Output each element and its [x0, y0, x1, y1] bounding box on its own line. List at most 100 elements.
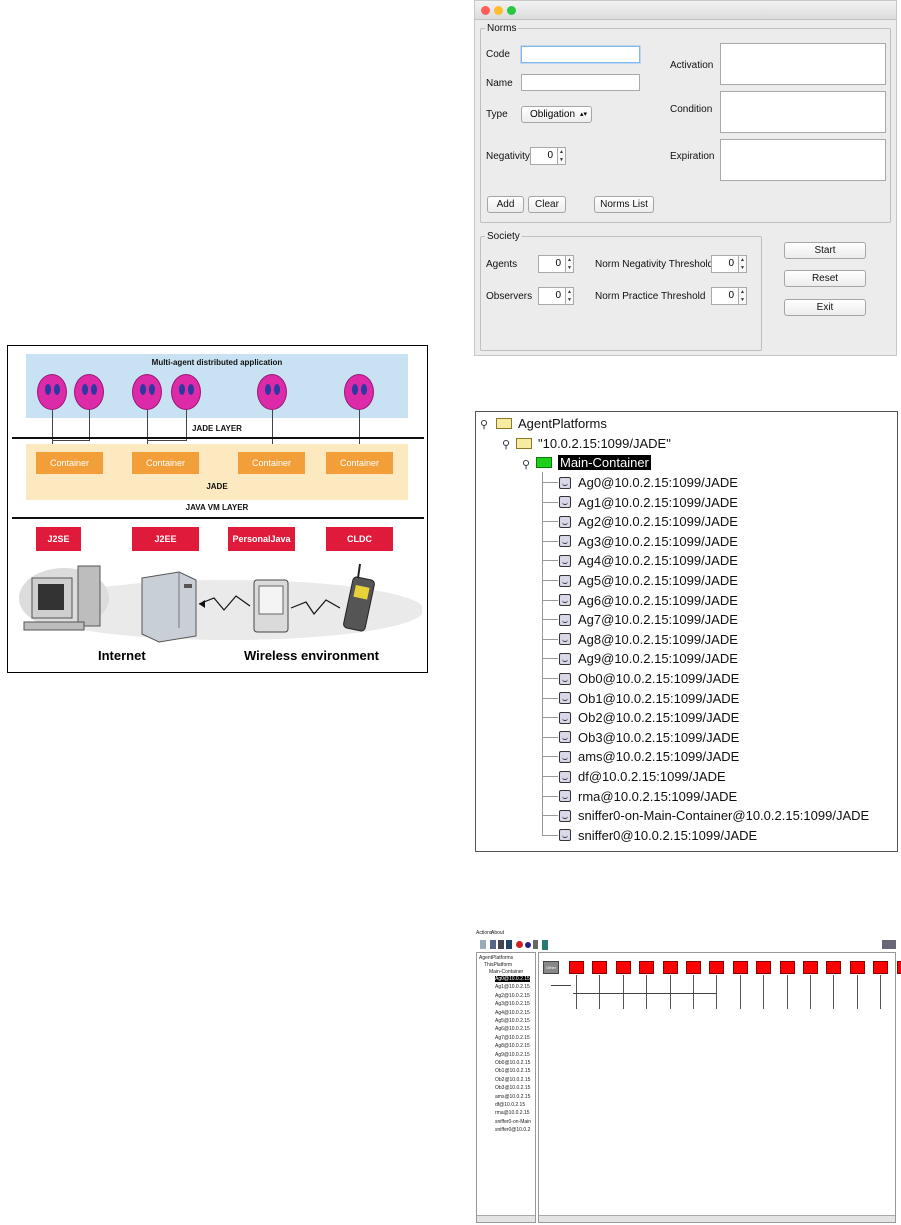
- sniffer-tree-agent[interactable]: Ag9@10.0.2.15: [495, 1051, 530, 1058]
- tree-node-agent[interactable]: df@10.0.2.15:1099/JADE: [559, 769, 726, 784]
- activation-textarea[interactable]: [720, 43, 886, 85]
- sniffed-agent-box[interactable]: [849, 961, 865, 974]
- tree-node-platform[interactable]: "10.0.2.15:1099/JADE": [516, 436, 671, 451]
- sniffer-tree-agent[interactable]: Ob1@10.0.2.15: [495, 1068, 531, 1075]
- tree-node-agent[interactable]: Ag2@10.0.2.15:1099/JADE: [559, 514, 738, 529]
- name-field[interactable]: [521, 74, 640, 91]
- open-icon[interactable]: [490, 940, 496, 949]
- sniff-off-icon[interactable]: [525, 942, 531, 948]
- tree-node-agent[interactable]: Ag0@10.0.2.15:1099/JADE: [559, 475, 738, 490]
- sniffer-tree-agent[interactable]: df@10.0.2.15: [495, 1102, 526, 1108]
- sniffed-agent-box[interactable]: [756, 961, 772, 974]
- sniffed-agent-box[interactable]: [592, 961, 608, 974]
- sniffer-tree-platform[interactable]: ThisPlatform: [484, 962, 513, 968]
- tree-node-agent[interactable]: Ag3@10.0.2.15:1099/JADE: [559, 534, 738, 549]
- negativity-threshold-value[interactable]: 0: [711, 255, 739, 273]
- sniffer-tree-agent[interactable]: Ag5@10.0.2.15: [495, 1018, 530, 1024]
- sniffed-agent-box[interactable]: [639, 961, 655, 974]
- clear-button[interactable]: Clear: [528, 196, 566, 213]
- negativity-threshold-stepper[interactable]: 0 ▲▼: [711, 255, 747, 273]
- sniffer-tree-container[interactable]: Main-Container: [489, 969, 524, 975]
- tree-node-main-container[interactable]: Main-Container: [536, 455, 651, 470]
- sniffed-agent-box[interactable]: [826, 961, 842, 974]
- stepper-arrows-icon[interactable]: ▲▼: [566, 255, 574, 273]
- sniffed-agent-box[interactable]: [686, 961, 701, 974]
- horizontal-scrollbar[interactable]: [539, 1215, 895, 1222]
- tree-node-agent[interactable]: Ag7@10.0.2.15:1099/JADE: [559, 612, 738, 627]
- sniffed-agent-box[interactable]: [873, 961, 889, 974]
- agents-value[interactable]: 0: [538, 255, 566, 273]
- save-icon[interactable]: [498, 940, 504, 949]
- close-button[interactable]: [481, 6, 490, 15]
- stepper-arrows-icon[interactable]: ▲▼: [558, 147, 566, 165]
- sniffer-tree-agent[interactable]: Ag1@10.0.2.15: [495, 984, 530, 991]
- sniffer-tree-agent[interactable]: Ag0@10.0.2.15: [495, 976, 530, 982]
- stepper-arrows-icon[interactable]: ▲▼: [739, 287, 747, 305]
- exit-button[interactable]: Exit: [784, 299, 866, 316]
- tree-node-agent[interactable]: rma@10.0.2.15:1099/JADE: [559, 789, 737, 804]
- agents-stepper[interactable]: 0 ▲▼: [538, 255, 574, 273]
- tree-node-agent[interactable]: Ag6@10.0.2.15:1099/JADE: [559, 593, 738, 608]
- message-arrow[interactable]: [551, 985, 571, 986]
- sniffer-tree-agent[interactable]: Ag2@10.0.2.15: [495, 992, 530, 999]
- sniffer-tree-agent[interactable]: sniffer0-on-Main: [495, 1118, 532, 1125]
- tree-node-agent[interactable]: sniffer0@10.0.2.15:1099/JADE: [559, 828, 757, 843]
- sniffer-tree-root[interactable]: AgentPlatforms: [479, 955, 514, 961]
- sniffed-agent-box[interactable]: [779, 961, 795, 974]
- tree-node-root[interactable]: AgentPlatforms: [496, 416, 607, 431]
- tree-expand-icon[interactable]: ⚲: [522, 459, 531, 471]
- stepper-arrows-icon[interactable]: ▲▼: [739, 255, 747, 273]
- sniffer-tree-agent[interactable]: Ob3@10.0.2.15: [495, 1085, 531, 1092]
- chart-icon[interactable]: [882, 940, 896, 949]
- sniffer-tree-agent[interactable]: Ob0@10.0.2.15: [495, 1060, 531, 1066]
- sniffed-agent-box[interactable]: [662, 961, 678, 974]
- observers-value[interactable]: 0: [538, 287, 566, 305]
- tree-expand-icon[interactable]: ⚲: [480, 419, 489, 431]
- expiration-textarea[interactable]: [720, 139, 886, 181]
- zoom-button[interactable]: [507, 6, 516, 15]
- save-as-icon[interactable]: [506, 940, 512, 949]
- sniffer-tree-agent[interactable]: Ag6@10.0.2.15: [495, 1026, 530, 1033]
- sniffer-tree-agent[interactable]: Ob2@10.0.2.15: [495, 1076, 531, 1083]
- tree-node-agent[interactable]: Ag9@10.0.2.15:1099/JADE: [559, 651, 738, 666]
- sniffer-tree-agent[interactable]: Ag8@10.0.2.15: [495, 1043, 530, 1050]
- negativity-stepper[interactable]: 0 ▲▼: [530, 147, 566, 165]
- add-button[interactable]: Add: [487, 196, 524, 213]
- sniffer-tree-agent[interactable]: rma@10.0.2.15: [495, 1110, 530, 1117]
- sniffed-agent-box[interactable]: [615, 961, 631, 974]
- menu-about[interactable]: About: [491, 930, 505, 936]
- tree-node-agent[interactable]: Ag5@10.0.2.15:1099/JADE: [559, 573, 738, 588]
- message-arrow[interactable]: [573, 993, 717, 994]
- menu-actions[interactable]: Actions: [476, 930, 493, 936]
- tree-node-agent[interactable]: Ag8@10.0.2.15:1099/JADE: [559, 632, 738, 647]
- sniff-on-icon[interactable]: [516, 941, 523, 948]
- tree-expand-icon[interactable]: ⚲: [502, 439, 511, 451]
- type-select[interactable]: Obligation ▴▾: [521, 106, 592, 123]
- tree-node-agent[interactable]: Ag1@10.0.2.15:1099/JADE: [559, 495, 738, 510]
- sniffed-agent-box[interactable]: [803, 961, 818, 974]
- norms-list-button[interactable]: Norms List: [594, 196, 654, 213]
- practice-threshold-stepper[interactable]: 0 ▲▼: [711, 287, 747, 305]
- tree-node-agent[interactable]: ams@10.0.2.15:1099/JADE: [559, 749, 739, 764]
- practice-threshold-value[interactable]: 0: [711, 287, 739, 305]
- clear-canvas-icon[interactable]: [533, 940, 538, 949]
- observers-stepper[interactable]: 0 ▲▼: [538, 287, 574, 305]
- other-agent-box[interactable]: Other: [543, 961, 559, 974]
- minimize-button[interactable]: [494, 6, 503, 15]
- reset-button[interactable]: Reset: [784, 270, 866, 287]
- start-button[interactable]: Start: [784, 242, 866, 259]
- sniffer-tree-agent[interactable]: Ag7@10.0.2.15: [495, 1034, 530, 1041]
- sniffer-tree-agent[interactable]: ams@10.0.2.15: [495, 1093, 531, 1100]
- condition-textarea[interactable]: [720, 91, 886, 133]
- sniffer-tree-agent[interactable]: sniffer0@10.0.2: [495, 1127, 531, 1134]
- new-icon[interactable]: [480, 940, 486, 949]
- horizontal-scrollbar[interactable]: [477, 1215, 535, 1222]
- negativity-value[interactable]: 0: [530, 147, 558, 165]
- sniffed-agent-box[interactable]: [732, 961, 748, 974]
- tree-node-agent[interactable]: Ob1@10.0.2.15:1099/JADE: [559, 691, 739, 706]
- tree-node-agent[interactable]: Ob2@10.0.2.15:1099/JADE: [559, 710, 739, 725]
- tree-node-agent[interactable]: Ob3@10.0.2.15:1099/JADE: [559, 730, 739, 745]
- tree-node-agent[interactable]: sniffer0-on-Main-Container@10.0.2.15:109…: [559, 808, 869, 823]
- sniffed-agent-box[interactable]: [896, 961, 901, 974]
- sniffer-tree-agent[interactable]: Ag3@10.0.2.15: [495, 1001, 530, 1008]
